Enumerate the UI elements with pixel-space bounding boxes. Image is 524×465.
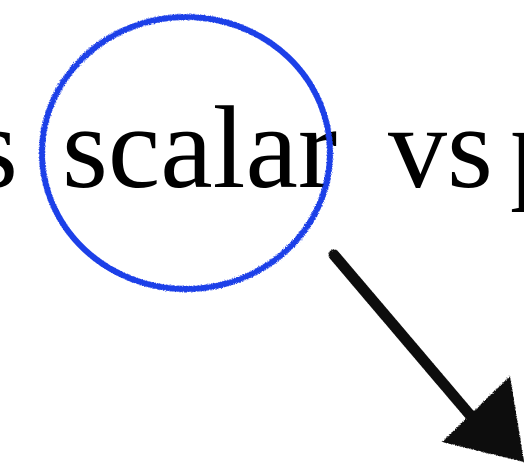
right-word-fragment: p <box>510 78 524 218</box>
highlighted-word: scalar <box>62 82 338 213</box>
highlight-circle <box>39 14 333 292</box>
phrase-line: s scalar vs p <box>0 78 524 218</box>
arrow-icon <box>328 249 524 462</box>
middle-word: vs <box>388 82 493 213</box>
left-word-fragment: s <box>0 78 18 218</box>
